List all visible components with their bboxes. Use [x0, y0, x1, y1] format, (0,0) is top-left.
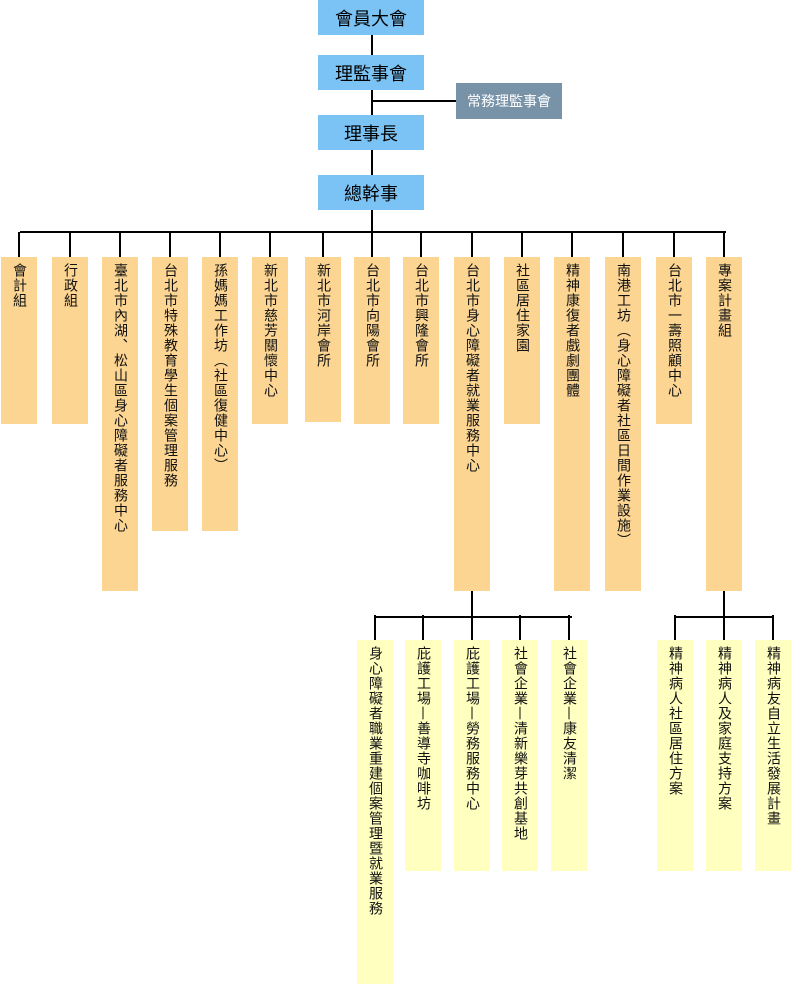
general-assembly-box: 會員大會 — [318, 0, 424, 35]
connector — [521, 232, 523, 257]
connector — [374, 615, 376, 640]
employment-subunit-box: 庇護工場—善導寺咖啡坊 — [405, 640, 441, 871]
connector — [372, 100, 456, 102]
unit-box: 台北市一壽照顧中心 — [656, 257, 692, 424]
employment-subunit-box: 社會企業—康友清潔 — [551, 640, 587, 871]
connector — [723, 615, 725, 640]
connector — [723, 591, 725, 618]
employment-subunit-box: 社會企業—清新樂芽共創基地 — [502, 640, 538, 871]
connector — [422, 615, 424, 640]
project-subunit-box: 精神病人及家庭支持方案 — [706, 640, 742, 871]
connector — [568, 615, 570, 640]
standing-board-box: 常務理監事會 — [456, 83, 562, 119]
employment-subunit-box: 身心障礙者職業重建個案管理暨就業服務 — [357, 640, 393, 984]
unit-box: 臺北市內湖、松山區身心障礙者服務中心 — [102, 257, 138, 591]
connector — [20, 231, 726, 233]
unit-box: 會計組 — [1, 257, 37, 424]
connector — [571, 232, 573, 257]
unit-box: 台北市興隆會所 — [403, 257, 439, 424]
connector — [723, 232, 725, 257]
connector — [673, 232, 675, 257]
unit-box: 精神康復者戲劇團體 — [554, 257, 590, 591]
connector — [375, 616, 572, 618]
connector — [674, 615, 676, 640]
employment-subunit-box: 庇護工場—勞務服務中心 — [454, 640, 490, 871]
unit-box: 南港工坊（身心障礙者社區日間作業設施） — [605, 257, 641, 591]
secretary-general-box: 總幹事 — [318, 175, 424, 210]
connector — [322, 232, 324, 257]
unit-box: 台北市特殊教育學生個案管理服務 — [152, 257, 188, 531]
connector — [519, 615, 521, 640]
board-box: 理監事會 — [318, 55, 424, 90]
unit-box: 行政組 — [52, 257, 88, 424]
connector — [471, 591, 473, 618]
connector — [772, 615, 774, 640]
project-subunit-box: 精神病人社區居住方案 — [657, 640, 693, 871]
unit-box: 台北市向陽會所 — [354, 257, 390, 424]
connector — [622, 232, 624, 257]
chairman-box: 理事長 — [318, 115, 424, 150]
connector — [169, 232, 171, 257]
connector — [18, 232, 20, 257]
unit-box: 台北市身心障礙者就業服務中心 — [454, 257, 490, 591]
unit-box: 社區居住家園 — [504, 257, 540, 424]
unit-box: 新北市河岸會所 — [305, 257, 341, 422]
connector — [675, 616, 774, 618]
connector — [219, 232, 221, 257]
connector — [69, 232, 71, 257]
unit-box: 新北市慈芳關懷中心 — [252, 257, 288, 424]
unit-box: 孫媽媽工作坊（社區復健中心） — [202, 257, 238, 531]
unit-box: 專案計畫組 — [706, 257, 742, 591]
connector — [371, 232, 373, 257]
connector — [471, 615, 473, 640]
project-subunit-box: 精神病友自立生活發展計畫 — [755, 640, 791, 871]
connector — [420, 232, 422, 257]
connector — [471, 232, 473, 257]
connector — [269, 232, 271, 257]
connector — [119, 232, 121, 257]
